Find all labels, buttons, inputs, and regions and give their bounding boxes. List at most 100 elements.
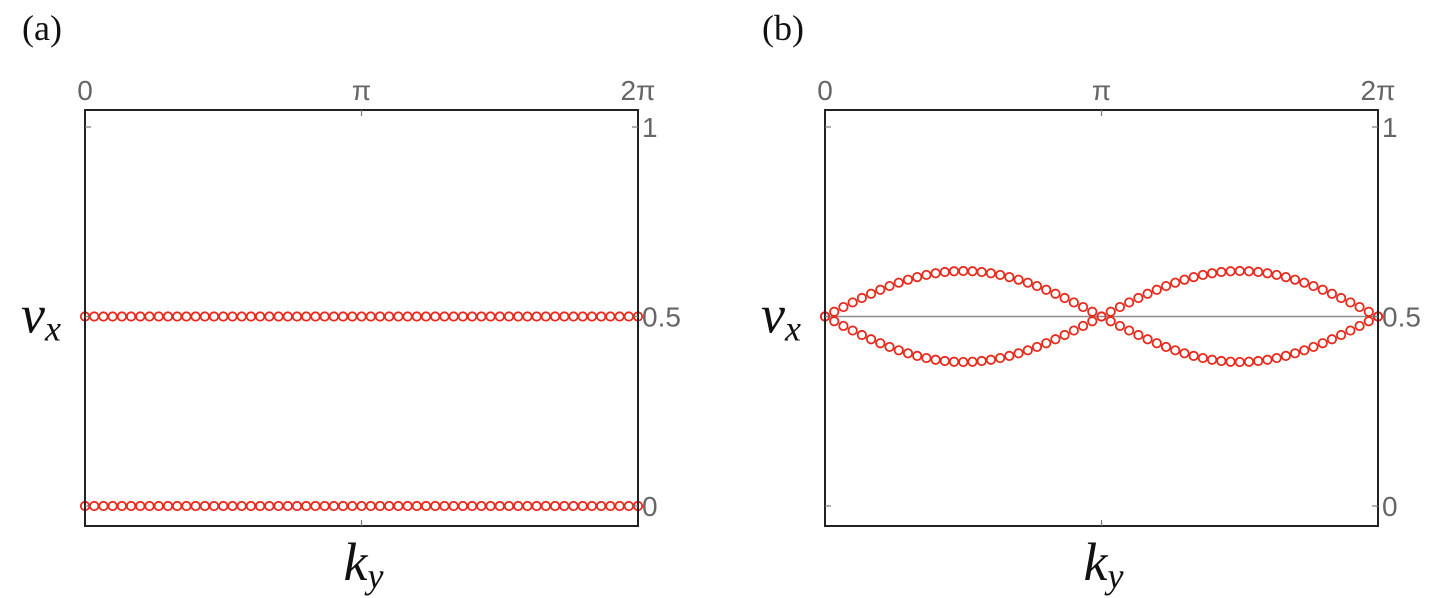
marker-upper <box>291 311 303 322</box>
marker-upper <box>1280 272 1291 283</box>
marker-lower <box>1243 356 1255 367</box>
marker-lower <box>958 356 969 368</box>
marker-lower <box>494 500 505 512</box>
marker-upper <box>356 311 367 322</box>
marker-upper <box>893 277 904 288</box>
marker-lower <box>1022 345 1033 356</box>
marker-upper <box>847 297 858 308</box>
marker-lower <box>227 500 238 512</box>
marker-lower <box>1179 348 1190 359</box>
marker-lower <box>319 500 330 512</box>
marker-upper <box>921 269 932 281</box>
marker-upper <box>365 311 376 322</box>
x-axis-label: ky <box>344 532 384 596</box>
marker-upper <box>1105 306 1116 317</box>
marker-upper <box>430 311 441 322</box>
marker-lower <box>1326 334 1338 345</box>
marker-upper <box>1077 301 1089 313</box>
marker-upper <box>1326 288 1338 299</box>
marker-lower <box>1059 329 1070 341</box>
marker-lower <box>540 500 551 512</box>
marker-lower <box>466 500 478 512</box>
x-axis-label: ky <box>1084 532 1124 596</box>
marker-lower <box>181 500 192 512</box>
marker-lower <box>374 500 386 512</box>
marker-upper <box>829 306 840 317</box>
marker-lower <box>995 352 1006 364</box>
marker-lower <box>568 500 579 512</box>
marker-lower <box>172 500 183 512</box>
marker-upper <box>310 311 321 322</box>
marker-upper <box>1363 306 1374 317</box>
marker-upper <box>875 284 886 295</box>
marker-upper <box>1050 288 1061 299</box>
marker-lower <box>1308 341 1319 353</box>
marker-upper <box>559 311 570 322</box>
marker-upper <box>939 266 950 278</box>
marker-upper <box>1345 297 1356 308</box>
marker-lower <box>199 500 210 512</box>
y-tick-label: 0.5 <box>1382 302 1421 333</box>
marker-lower <box>614 500 625 512</box>
marker-upper <box>1087 306 1098 317</box>
marker-upper <box>1013 274 1024 285</box>
marker-upper <box>902 274 914 285</box>
marker-upper <box>328 311 339 322</box>
marker-lower <box>291 500 303 512</box>
marker-upper <box>531 311 542 322</box>
marker-upper <box>1216 266 1227 278</box>
data-markers <box>819 265 1384 368</box>
marker-lower <box>559 500 570 512</box>
marker-upper <box>856 292 867 304</box>
marker-lower <box>1160 341 1172 353</box>
marker-lower <box>485 500 496 512</box>
marker-upper <box>98 311 109 322</box>
marker-upper <box>245 311 256 322</box>
y-axis-label: vx <box>761 285 801 349</box>
marker-lower <box>829 316 840 327</box>
marker-upper <box>614 311 625 322</box>
marker-upper <box>144 311 155 322</box>
marker-lower <box>89 500 100 512</box>
marker-upper <box>218 311 229 322</box>
marker-upper <box>476 311 487 322</box>
marker-lower <box>1345 325 1356 336</box>
marker-upper <box>1299 277 1310 288</box>
marker-lower <box>1280 350 1291 361</box>
marker-lower <box>457 500 468 512</box>
marker-lower <box>476 500 487 512</box>
marker-lower <box>1004 350 1015 361</box>
y-tick-label: 0 <box>1382 491 1398 522</box>
marker-upper <box>494 311 505 322</box>
marker-upper <box>457 311 468 322</box>
marker-lower <box>847 325 858 336</box>
x-tick-label: 0 <box>77 75 93 106</box>
x-tick-label: 0 <box>817 75 833 106</box>
plot-frame <box>824 109 1379 527</box>
marker-lower <box>1133 329 1144 341</box>
marker-upper <box>384 311 395 322</box>
x-tick-label: 2π <box>621 75 656 106</box>
marker-lower <box>1068 325 1079 336</box>
marker-upper <box>1133 292 1144 304</box>
marker-lower <box>365 500 376 512</box>
marker-upper <box>1170 277 1181 288</box>
marker-lower <box>236 500 247 512</box>
marker-upper <box>577 311 588 322</box>
marker-upper <box>540 311 551 322</box>
marker-upper <box>1207 268 1218 279</box>
marker-lower <box>976 355 987 367</box>
marker-upper <box>623 311 634 322</box>
marker-upper <box>273 311 284 322</box>
marker-lower <box>549 500 561 512</box>
marker-upper <box>466 311 478 322</box>
marker-upper <box>439 311 450 322</box>
marker-lower <box>884 341 895 353</box>
x-tick-label: π <box>352 75 371 106</box>
marker-upper <box>1243 266 1255 277</box>
marker-lower <box>356 500 367 512</box>
marker-upper <box>1004 272 1015 283</box>
marker-upper <box>1114 301 1126 313</box>
marker-lower <box>1271 352 1282 364</box>
